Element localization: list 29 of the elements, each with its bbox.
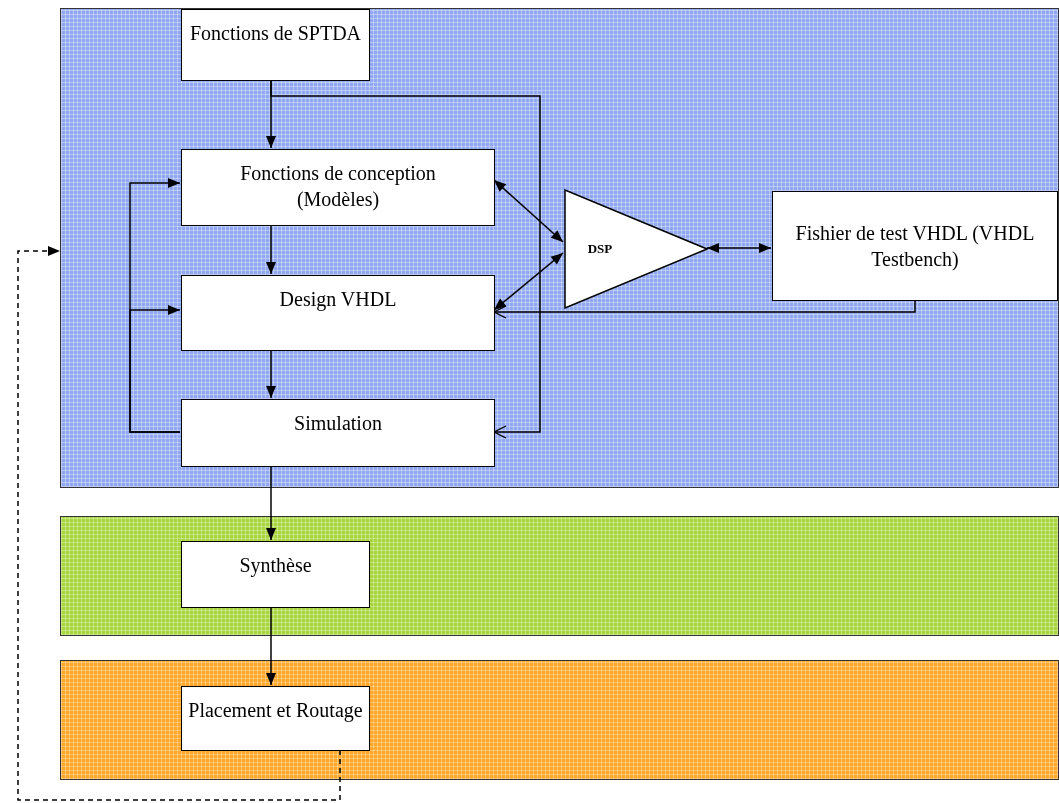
triangle-label: DSP [586,241,614,257]
arrow [493,179,564,243]
arrow [266,224,276,275]
box-label: Design VHDL [279,287,397,312]
arrow [266,349,276,399]
dashed-arrow [17,246,341,801]
process-box [181,275,495,351]
box-label: Synthèse [239,553,312,578]
arrow [266,465,276,541]
process-box [181,9,370,81]
box-label: Fonctions de SPTDA [189,21,362,46]
box-label: Simulation [294,411,382,436]
band-panel [60,516,1059,636]
arrow [266,606,276,686]
process-box [181,149,495,226]
arrow [706,243,772,253]
arrow [270,79,541,439]
box-label: Fishier de test VHDL (VHDL Testbench) [795,221,1035,272]
box-label: Fonctions de conception (Modèles) [239,161,437,212]
band-panel [60,660,1059,780]
band-panel [60,8,1059,488]
arrow [493,252,564,311]
arrow [129,305,181,433]
process-box [181,686,370,751]
process-box [181,399,495,467]
arrow [493,299,916,319]
process-box [772,191,1058,301]
process-box [181,541,370,608]
box-label: Placement et Routage [188,698,363,723]
